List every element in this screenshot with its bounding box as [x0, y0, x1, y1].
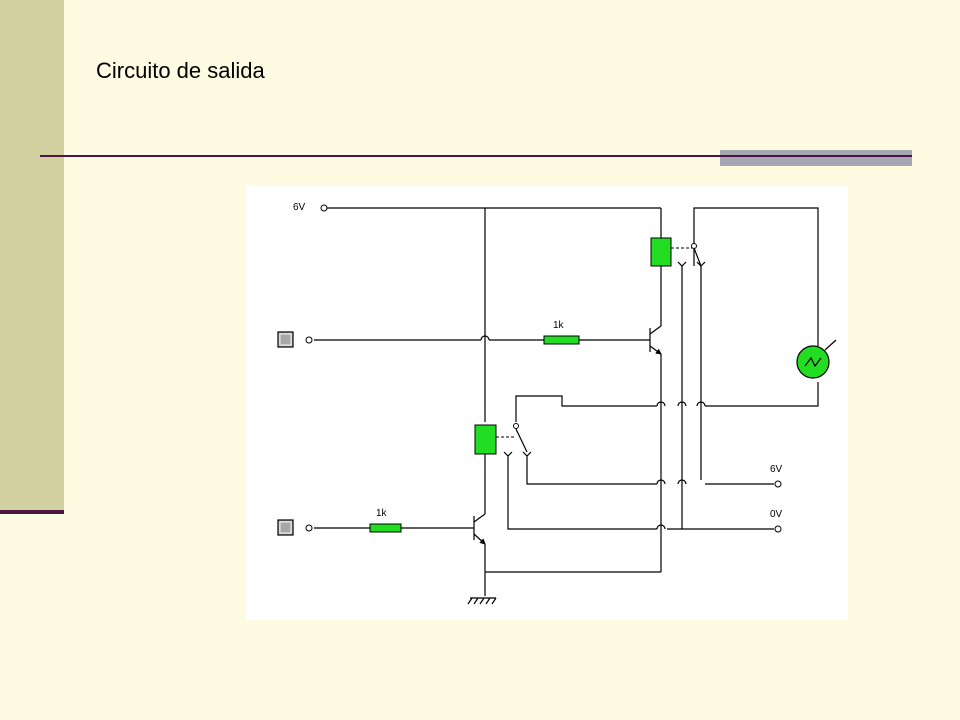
- wires: [314, 207, 819, 596]
- relay-contacts-bottom: [496, 423, 532, 457]
- title-divider-line: [720, 155, 912, 157]
- input-switch-top[interactable]: [277, 331, 313, 348]
- circuit-diagram: 6V 1k 1k: [277, 202, 837, 605]
- ground-symbol: [467, 597, 497, 605]
- sidebar-divider: [0, 510, 64, 514]
- output-6v-label: 6V: [770, 464, 783, 475]
- circuit-schematic: 6V 1k 1k: [246, 186, 848, 620]
- transistor-top: [649, 325, 662, 355]
- resistor-top: 1k: [543, 320, 580, 345]
- output-terminal-6v: 6V: [770, 464, 783, 488]
- resistor-bottom-label: 1k: [376, 508, 388, 519]
- title-divider: [40, 155, 912, 157]
- wire-crossover-hops: [480, 335, 706, 533]
- lamp: [796, 339, 837, 379]
- resistor-bottom: 1k: [369, 508, 402, 533]
- relay-coil-bottom: [474, 424, 497, 455]
- title-divider-accent: [720, 150, 912, 166]
- input-switch-bottom[interactable]: [277, 519, 313, 536]
- supply-6v-label: 6V: [293, 202, 306, 213]
- transistor-bottom: [473, 513, 486, 545]
- relay-contacts-top: [671, 243, 706, 267]
- output-terminal-0v: 0V: [770, 509, 783, 533]
- slide-title: Circuito de salida: [96, 58, 265, 83]
- sidebar-band: [0, 0, 64, 510]
- resistor-top-label: 1k: [553, 320, 565, 331]
- output-0v-label: 0V: [770, 509, 783, 520]
- supply-terminal-6v: 6V: [293, 202, 328, 213]
- relay-coil-top: [650, 237, 672, 267]
